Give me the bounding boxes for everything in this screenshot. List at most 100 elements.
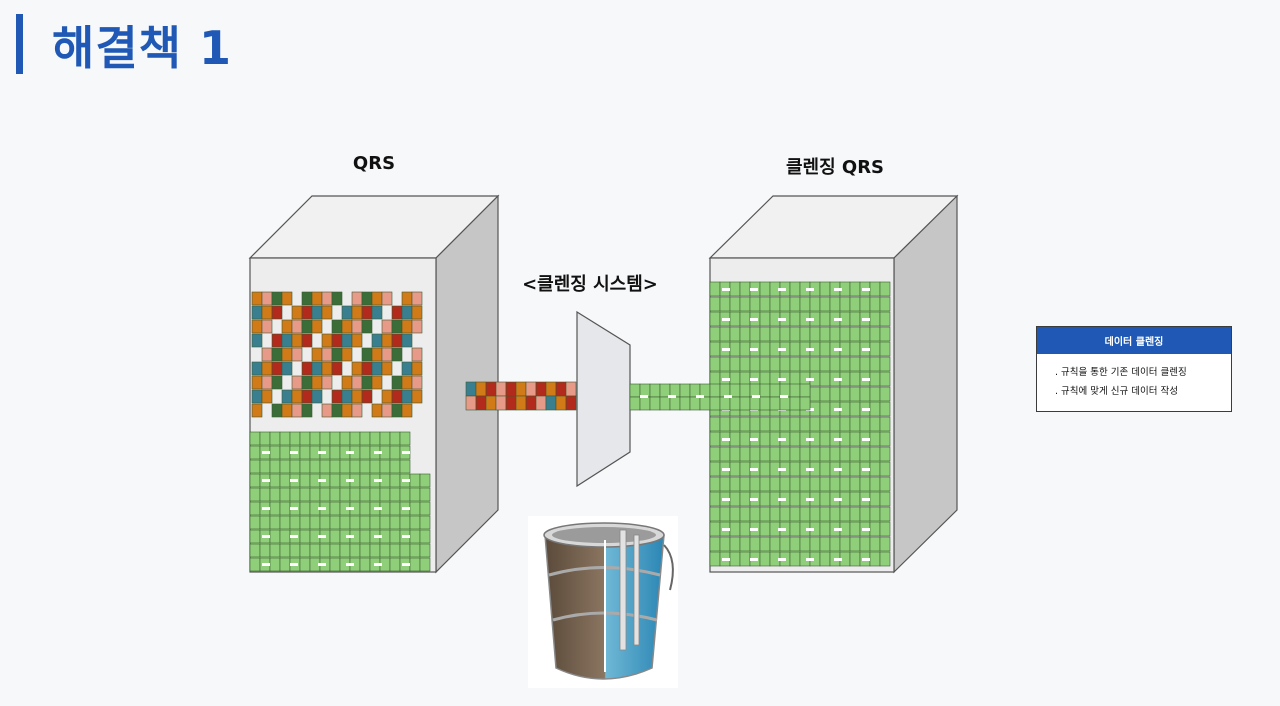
dirty-block [281, 403, 293, 418]
clean-block [749, 536, 761, 552]
clean-block [759, 506, 771, 522]
clean-block [379, 543, 391, 558]
clean-block [299, 487, 311, 502]
legend-item: . 규칙에 맞게 신규 데이터 작성 [1055, 386, 1178, 397]
clean-block [879, 446, 891, 462]
clean-block [759, 446, 771, 462]
clean-block [279, 431, 291, 446]
dirty-block [291, 305, 303, 320]
clean-block [779, 416, 791, 432]
clean-block [769, 326, 781, 342]
clean-block [279, 445, 291, 460]
block-slot [722, 528, 730, 531]
clean-block [849, 446, 861, 462]
block-slot [262, 451, 270, 454]
block-slot [806, 438, 814, 441]
clean-block [249, 431, 261, 446]
clean-block [829, 356, 841, 372]
clean-block [749, 506, 761, 522]
block-slot [806, 558, 814, 561]
block-slot [640, 395, 648, 398]
clean-block [289, 459, 301, 474]
clean-block [709, 296, 721, 312]
dirty-block [371, 347, 383, 362]
clean-block [359, 543, 371, 558]
clean-block [779, 476, 791, 492]
clean-block [829, 326, 841, 342]
clean-block [399, 431, 411, 446]
clean-block [409, 543, 421, 558]
clean-block [829, 296, 841, 312]
block-slot [834, 438, 842, 441]
clean-block [859, 536, 871, 552]
clean-block [869, 356, 881, 372]
clean-block [419, 515, 431, 530]
clean-block [329, 529, 341, 544]
clean-block [299, 445, 311, 460]
clean-block [389, 431, 401, 446]
clean-block [729, 446, 741, 462]
block-slot [862, 498, 870, 501]
dirty-block [311, 291, 323, 306]
clean-block [849, 401, 861, 417]
clean-block [859, 386, 871, 402]
dirty-block [271, 347, 283, 362]
dirty-block [271, 361, 283, 376]
dirty-block [321, 305, 333, 320]
dirty-block [371, 291, 383, 306]
clean-block [839, 356, 851, 372]
clean-block [869, 461, 881, 477]
dirty-block [261, 347, 273, 362]
stream-block [709, 396, 721, 411]
clean-block [819, 506, 831, 522]
clean-block [419, 543, 431, 558]
dirty-block [381, 291, 393, 306]
clean-block [769, 416, 781, 432]
clean-block [749, 296, 761, 312]
clean-block [869, 506, 881, 522]
dirty-block [301, 305, 313, 320]
clean-block [869, 446, 881, 462]
stream-block [719, 396, 731, 411]
clean-block [739, 551, 751, 567]
dirty-block [291, 333, 303, 348]
stream-block [789, 396, 801, 411]
dirty-block [411, 375, 423, 390]
dirty-block [311, 375, 323, 390]
clean-block [409, 557, 421, 572]
dirty-block [331, 389, 343, 404]
clean-block [849, 476, 861, 492]
dirty-block [251, 319, 263, 334]
clean-block [789, 341, 801, 357]
cleansing-filter [576, 310, 631, 488]
stream-block [629, 383, 641, 398]
clean-block [759, 326, 771, 342]
clean-block [709, 551, 721, 567]
block-slot [346, 535, 354, 538]
clean-block [359, 459, 371, 474]
clean-block [879, 476, 891, 492]
block-slot [834, 318, 842, 321]
stream-block [799, 383, 811, 398]
block-slot [290, 479, 298, 482]
dirty-block [331, 319, 343, 334]
block-slot [834, 348, 842, 351]
dirty-block [311, 361, 323, 376]
clean-block [819, 311, 831, 327]
dirty-block [321, 333, 333, 348]
clean-block [799, 446, 811, 462]
dirty-block [341, 319, 353, 334]
dirty-block [261, 375, 273, 390]
clean-block [359, 487, 371, 502]
dirty-block [281, 291, 293, 306]
clean-block [799, 416, 811, 432]
stream-block [749, 396, 761, 411]
clean-block [759, 476, 771, 492]
clean-block [729, 506, 741, 522]
block-slot [862, 438, 870, 441]
clean-block [389, 557, 401, 572]
dirty-block [331, 403, 343, 418]
clean-block [839, 416, 851, 432]
clean-block [849, 416, 861, 432]
dirty-block [251, 361, 263, 376]
